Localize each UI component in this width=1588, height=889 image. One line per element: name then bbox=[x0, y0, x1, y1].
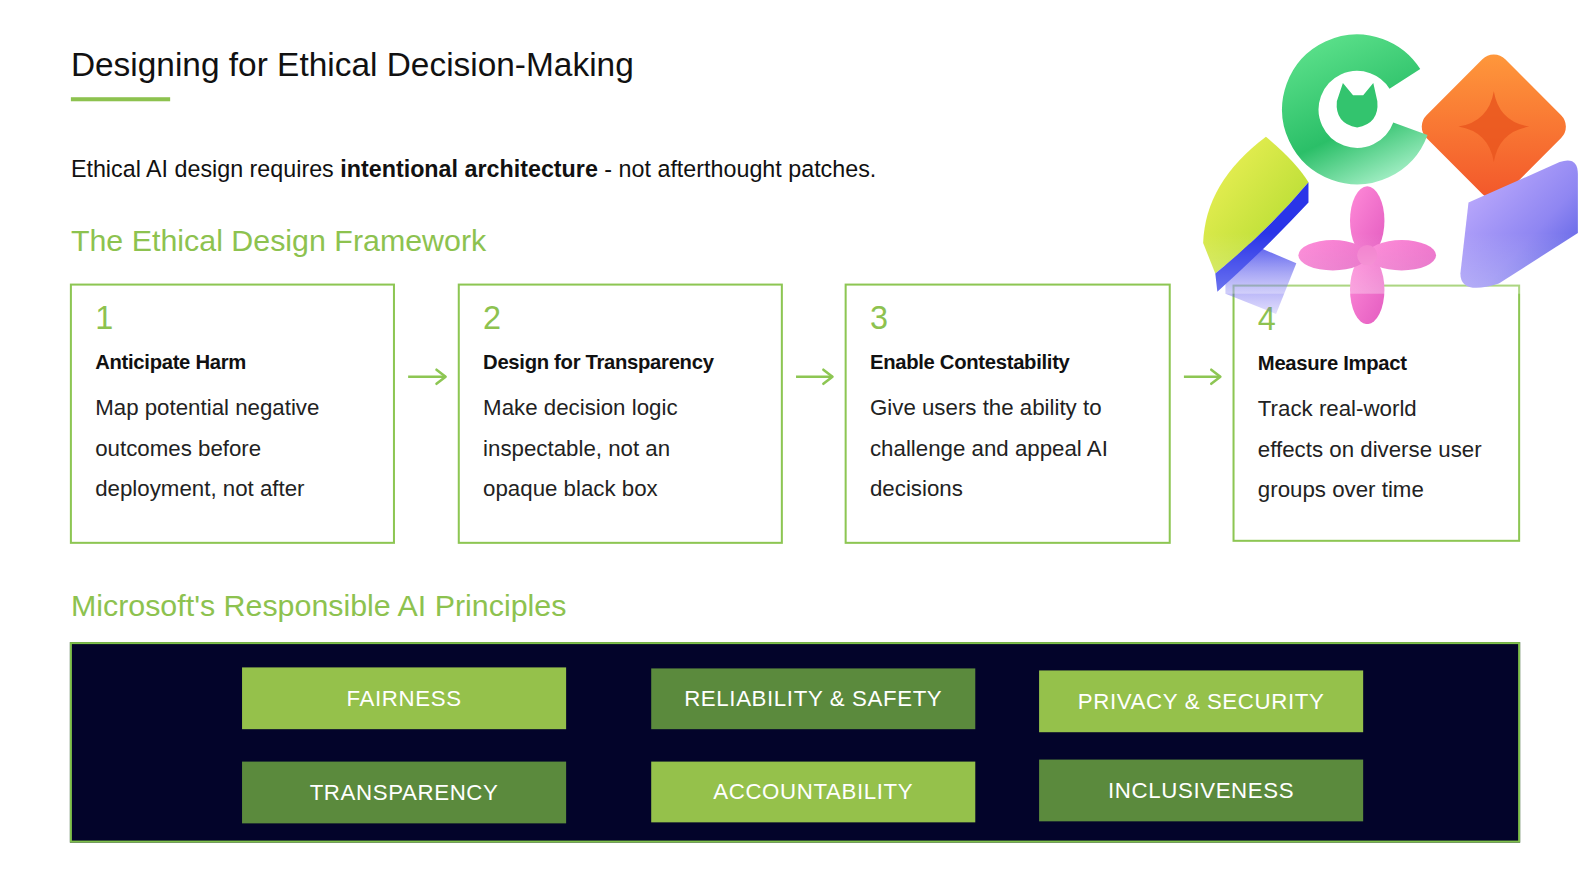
section-heading: The Ethical Design Framework bbox=[71, 223, 486, 259]
principle-box: INCLUSIVENESS bbox=[1039, 760, 1363, 822]
principle-box: ACCOUNTABILITY bbox=[651, 762, 975, 823]
principle-box: RELIABILITY & SAFETY bbox=[651, 668, 975, 729]
step-description: Make decision logic inspectable, not an … bbox=[483, 388, 731, 510]
principle-box: FAIRNESS bbox=[242, 667, 566, 729]
arrow-head bbox=[1211, 370, 1220, 384]
arrow-line bbox=[408, 375, 445, 378]
subtitle-text: - not afterthought patches. bbox=[604, 154, 876, 184]
arrow-head bbox=[436, 370, 445, 384]
principle-label: PRIVACY & SECURITY bbox=[1078, 687, 1325, 715]
principle-label: TRANSPARENCY bbox=[310, 778, 499, 806]
step-heading: Measure Impact bbox=[1258, 348, 1518, 376]
step-heading: Enable Contestability bbox=[870, 347, 1169, 375]
step-description: Map potential negative outcomes before d… bbox=[95, 388, 358, 510]
process-step-box: 3Enable ContestabilityGive users the abi… bbox=[845, 284, 1171, 544]
step-heading: Design for Transparency bbox=[483, 347, 781, 375]
slide-title: Designing for Ethical Decision-Making bbox=[71, 45, 634, 86]
principle-label: FAIRNESS bbox=[347, 684, 462, 712]
decorative-illustration bbox=[1195, 30, 1588, 324]
flow-arrow bbox=[408, 370, 445, 384]
subtitle-text: Ethical AI design requires bbox=[71, 154, 334, 184]
section-heading: Microsoft's Responsible AI Principles bbox=[71, 587, 567, 623]
principles-band: Microsoft's Responsible AI PrinciplesFAI… bbox=[70, 642, 1520, 843]
step-number: 2 bbox=[483, 298, 781, 339]
process-step-box: 4Measure ImpactTrack real-world effects … bbox=[1233, 285, 1521, 542]
principle-label: RELIABILITY & SAFETY bbox=[684, 685, 942, 713]
arrow-head bbox=[823, 370, 832, 384]
step-description: Give users the ability to challenge and … bbox=[870, 388, 1133, 510]
step-number: 4 bbox=[1258, 299, 1518, 340]
principle-box: TRANSPARENCY bbox=[242, 762, 566, 824]
flow-arrow bbox=[1184, 370, 1220, 384]
flow-arrow bbox=[796, 370, 832, 384]
step-description: Track real-world effects on diverse user… bbox=[1258, 389, 1486, 511]
principle-label: INCLUSIVENESS bbox=[1108, 776, 1294, 804]
title-underline bbox=[71, 97, 170, 101]
process-step-box: 2Design for TransparencyMake decision lo… bbox=[458, 284, 783, 544]
subtitle-text: intentional architecture bbox=[340, 154, 598, 184]
step-number: 3 bbox=[870, 298, 1169, 339]
process-step-box: 1Anticipate HarmMap potential negative o… bbox=[70, 284, 395, 544]
principle-box: PRIVACY & SECURITY bbox=[1039, 670, 1363, 732]
arrow-line bbox=[796, 375, 832, 378]
arrow-line bbox=[1184, 375, 1220, 378]
step-number: 1 bbox=[95, 298, 393, 339]
principle-label: ACCOUNTABILITY bbox=[713, 778, 913, 806]
step-heading: Anticipate Harm bbox=[95, 347, 393, 375]
subtitle-line: Ethical AI design requiresintentional ar… bbox=[71, 154, 876, 184]
